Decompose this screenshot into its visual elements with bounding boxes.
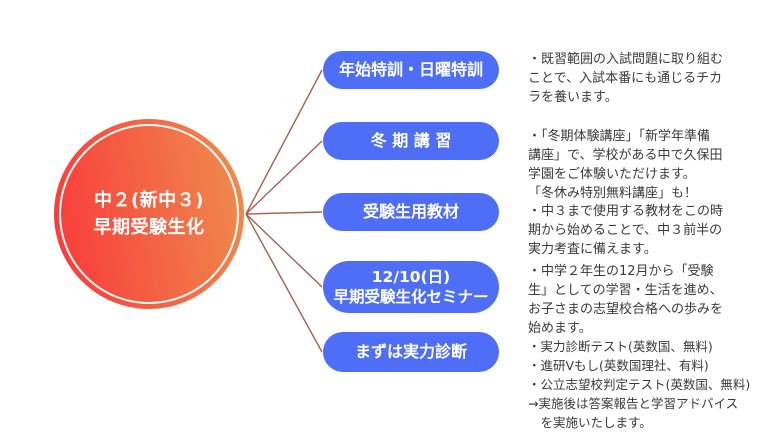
description-nenshi-tokkun: ・既習範囲の入試問題に取り組む ことで、入試本番にも通じるチカ ラを養います。	[528, 52, 724, 105]
node-label: 年始特訓・日曜特訓	[338, 59, 483, 79]
description-jitsuryoku-shindan: ・実力診断テスト(英数国、無料) ・進研Vもし(英数国理社、有料) ・公立志望校…	[528, 339, 751, 430]
description-seminar: ・中学２年生の12月から「受験 生」としての学習・生活を進め、 お子さまの志望校…	[528, 264, 724, 336]
node-seminar: 12/10(日) 早期受験生化セミナー	[323, 261, 499, 313]
node-label: まずは実力診断	[354, 341, 467, 361]
description-touki-koushuu: ・「冬期体験講座」「新学年準備 講座」で、学校がある中で久保田 学園をご体験いた…	[528, 129, 723, 201]
description-jukensei-kyouzai: ・中３まで使用する教材をこの時 期から始めることで、中３前半の 実力考査に備えま…	[528, 204, 724, 257]
connector-line	[245, 69, 323, 215]
node-jukensei-kyouzai: 受験生用教材	[323, 193, 499, 231]
root-topic-circle: 中２(新中３) 早期受験生化	[54, 119, 244, 309]
connector-line	[245, 213, 323, 353]
node-label: 12/10(日) 早期受験生化セミナー	[333, 267, 489, 306]
node-jitsuryoku-shindan: まずは実力診断	[323, 332, 499, 372]
node-label: 受験生用教材	[362, 201, 459, 221]
node-touki-koushuu: 冬 期 講 習	[323, 122, 499, 160]
connector-line	[245, 213, 323, 288]
node-label: 冬 期 講 習	[370, 130, 452, 150]
connector-line	[245, 211, 323, 215]
root-topic-label: 中２(新中３) 早期受験生化	[93, 190, 205, 238]
connector-line	[245, 140, 323, 215]
node-nenshi-tokkun: 年始特訓・日曜特訓	[323, 51, 499, 89]
